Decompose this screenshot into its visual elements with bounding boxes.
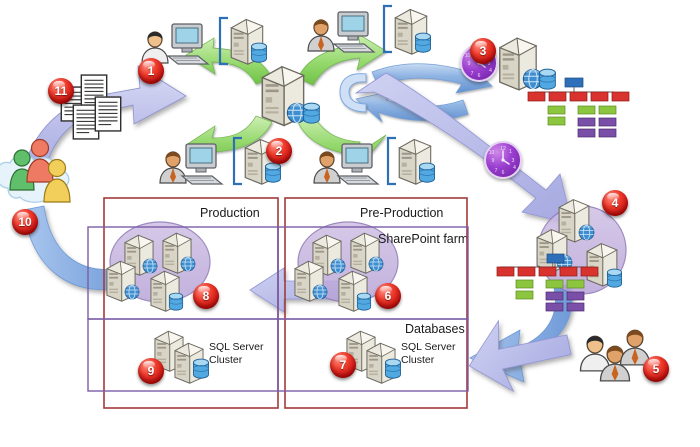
badge-number: 10 — [18, 215, 32, 229]
badge-number: 11 — [54, 84, 68, 98]
badge-number: 4 — [611, 196, 619, 210]
sql-cluster-line2: Cluster — [401, 353, 435, 366]
step-11-requirements-docs: 11 — [48, 78, 74, 104]
svg-text:9: 9 — [468, 61, 471, 67]
svg-text:10: 10 — [489, 150, 495, 156]
badge-number: 5 — [652, 362, 660, 376]
badge-number: 8 — [202, 289, 210, 303]
step-5-testers: 5 — [643, 356, 669, 382]
svg-text:3: 3 — [512, 158, 515, 164]
pre-production-zone-box — [284, 197, 468, 409]
author-workstation-3 — [159, 136, 281, 186]
step-10-end-users: 10 — [12, 209, 38, 235]
sql-cluster-line1: SQL Server — [401, 341, 456, 353]
svg-text:7: 7 — [495, 168, 498, 174]
author-workstation-4 — [313, 136, 435, 186]
svg-text:6: 6 — [502, 170, 505, 176]
author-workstation-1 — [141, 16, 267, 66]
badge-number: 7 — [339, 358, 347, 372]
badge-number: 2 — [275, 144, 283, 158]
badge-number: 6 — [384, 289, 392, 303]
scheduled-timer-icon: 12 3 6 9 1 4 7 10 — [484, 141, 522, 179]
production-sql-cluster-label: SQL Server Cluster — [209, 341, 263, 366]
step-4-integration-farm: 4 — [602, 190, 628, 216]
svg-text:6: 6 — [478, 73, 481, 79]
badge-number: 9 — [147, 364, 155, 378]
step-1-author-workstation: 1 — [138, 58, 164, 84]
step-9-production-sql: 9 — [138, 358, 164, 384]
svg-text:9: 9 — [492, 158, 495, 164]
svg-text:10: 10 — [465, 53, 471, 59]
users-cloud-icon — [0, 138, 71, 203]
production-zone-box — [103, 197, 279, 409]
step-7-preproduction-sql: 7 — [330, 352, 356, 378]
databases-label: Databases — [405, 322, 465, 336]
preproduction-farm-box — [277, 226, 469, 320]
site-hierarchy-icon-build — [527, 77, 630, 138]
production-databases-box — [87, 318, 279, 392]
step-2-author-workstation: 2 — [266, 138, 292, 164]
purple-flow-arrow-to-preproduction — [468, 319, 572, 393]
svg-text:12: 12 — [500, 146, 506, 152]
svg-text:4: 4 — [513, 165, 516, 171]
blue-flow-arrow-loop-left-curl — [339, 73, 367, 113]
step-3-build-server: 3 — [470, 38, 496, 64]
sql-cluster-line2: Cluster — [209, 353, 243, 366]
production-zone-label: Production — [200, 206, 260, 220]
svg-text:4: 4 — [489, 68, 492, 74]
svg-text:1: 1 — [509, 149, 512, 155]
site-hierarchy-icon-integration — [496, 253, 599, 312]
pre-production-zone-label: Pre-Production — [360, 206, 444, 220]
step-6-preproduction-farm: 6 — [375, 283, 401, 309]
badge-number: 1 — [147, 64, 155, 78]
sql-cluster-line1: SQL Server — [209, 341, 264, 353]
badge-number: 3 — [479, 44, 487, 58]
production-farm-box — [87, 226, 279, 320]
preproduction-sql-cluster-label: SQL Server Cluster — [401, 341, 455, 366]
svg-text:3: 3 — [488, 61, 491, 67]
sharepoint-farm-label: SharePoint farm — [378, 232, 469, 246]
author-workstation-2 — [307, 4, 431, 55]
svg-text:7: 7 — [471, 71, 474, 77]
preproduction-databases-box — [277, 318, 469, 392]
purple-flow-arrow-to-integration — [354, 72, 573, 225]
step-8-production-farm: 8 — [193, 283, 219, 309]
